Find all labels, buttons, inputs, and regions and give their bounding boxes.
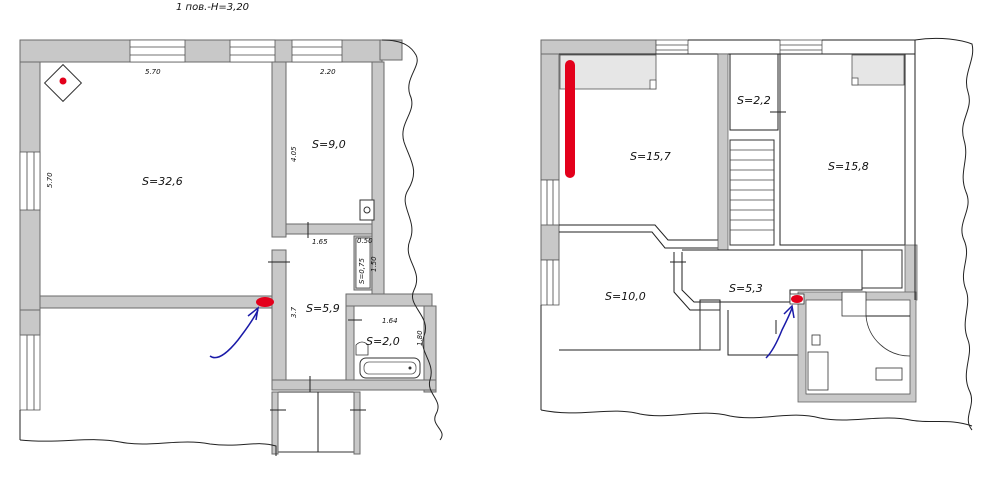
boiler-marker	[59, 77, 67, 85]
r-wall-north	[540, 39, 657, 55]
room-label-r-upper-right: S=15,8	[828, 160, 869, 173]
dim-top-left: 5.70	[145, 68, 161, 76]
wall-bath-west	[345, 305, 355, 381]
sink-icon	[359, 199, 375, 221]
room-label-living: S=32,6	[142, 175, 183, 188]
wall-lower-left	[271, 391, 279, 455]
dim-corridor-side: 3.7	[290, 306, 298, 318]
left-wall-ne-corner	[379, 39, 403, 61]
window-west-2	[19, 334, 41, 411]
toilet-icon	[355, 341, 369, 356]
r-wall-west-upper	[540, 39, 560, 181]
r-wall-west-mid	[540, 224, 560, 261]
dim-closet-width: 0.50	[357, 237, 373, 245]
r-window-west-2	[540, 259, 560, 306]
r-bath-fixture	[807, 351, 829, 391]
wall-south-inner	[271, 379, 437, 391]
room-label-closet: S=0,75	[358, 258, 366, 284]
room-label-corridor: S=5,9	[306, 302, 340, 315]
wall-partition-1	[271, 61, 287, 238]
red-marker-right	[791, 295, 803, 303]
left-wall-west-lower	[19, 309, 41, 336]
red-marker-left	[256, 297, 274, 307]
wall-lower-mid	[353, 391, 361, 455]
blue-arrow-right	[765, 307, 793, 359]
r-wall-partition	[717, 53, 729, 251]
window-north-2	[229, 39, 276, 63]
room-label-r-small-top: S=2,2	[737, 94, 771, 107]
staircase	[729, 139, 775, 246]
wall-partition-2	[271, 249, 287, 381]
room-label-r-hall: S=5,3	[729, 282, 763, 295]
window-north-1	[129, 39, 186, 63]
right-floor-plan: S=15,7 S=2,2 S=15,8 S=10,0 S=5,3	[540, 37, 974, 431]
dim-top-right: 2.20	[320, 68, 336, 76]
left-floor-plan: S=32,6 S=9,0 S=5,9 S=2,0 S=0,75 5.70 2.2…	[19, 39, 443, 456]
dim-bath-width: 1.64	[382, 317, 398, 325]
blue-arrow-left	[209, 309, 259, 359]
room-label-r-upper-left: S=15,7	[630, 150, 671, 163]
room-label-upper-right: S=9,0	[312, 138, 346, 151]
dim-bath-height: 1.80	[416, 330, 424, 346]
red-radiator	[565, 60, 575, 178]
room-label-r-lower-left: S=10,0	[605, 290, 646, 303]
dim-closet-height: 1.50	[370, 256, 378, 272]
dim-mid-vertical: 4.05	[290, 146, 298, 162]
r-window-west-1	[540, 179, 560, 226]
wall-living-south	[39, 295, 273, 309]
plan-title: 1 пов.-Н=3,20	[176, 2, 249, 13]
wall-bath-north	[345, 293, 433, 307]
window-north-3	[291, 39, 343, 63]
room-label-bathroom: S=2,0	[366, 335, 400, 348]
dim-corridor-top: 1.65	[312, 238, 328, 246]
wall-room-south	[285, 223, 381, 235]
window-west-1	[19, 151, 41, 211]
dim-left-side: 5.70	[46, 172, 54, 188]
bathtub-icon	[359, 357, 421, 379]
